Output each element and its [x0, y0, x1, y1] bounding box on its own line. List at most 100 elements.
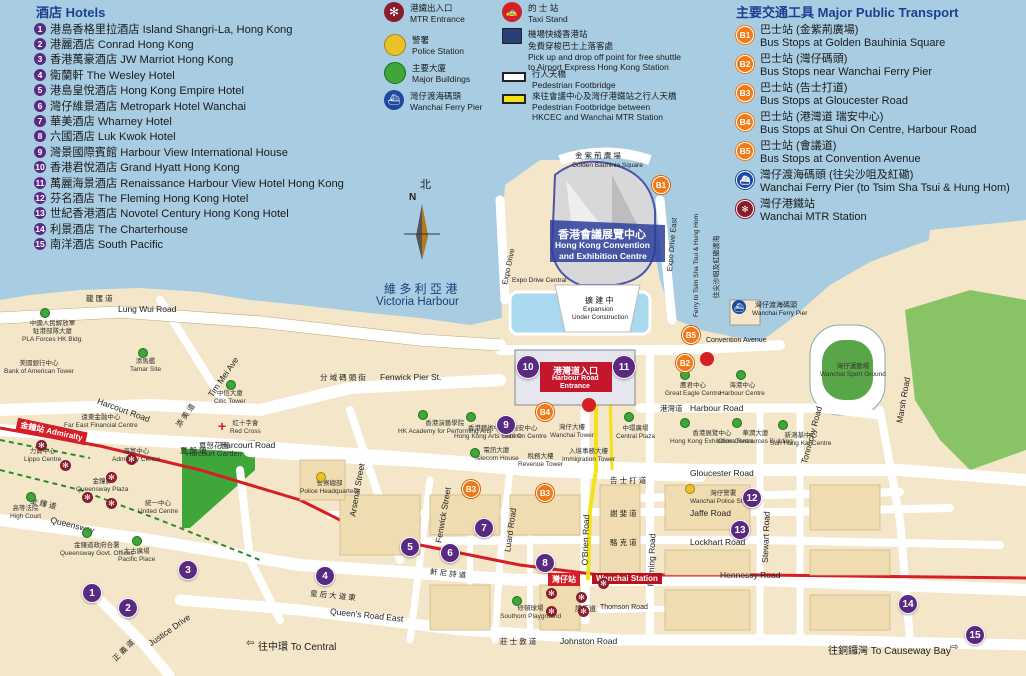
to-causeway-label: 往銅鑼灣 To Causeway Bay — [828, 646, 951, 657]
to-central-label: 往中環 To Central — [258, 642, 337, 653]
wanchai-station-en[interactable]: Wanchai Station — [592, 573, 662, 584]
ferry-icon: ⛴ — [736, 171, 754, 189]
hotel-pin-2[interactable]: 2 — [118, 598, 138, 618]
hotel-name: 灣景國際賓館 Harbour View International House — [50, 146, 288, 159]
entrance-en-label-2: Entrance — [560, 383, 590, 390]
transport-en: Bus Stops near Wanchai Ferry Pier — [760, 66, 932, 78]
hotel-pin-4[interactable]: 4 — [315, 566, 335, 586]
taxi-stand-icon[interactable] — [582, 398, 596, 412]
north-en-label: N — [409, 192, 417, 203]
hotel-pin-9[interactable]: 9 — [496, 415, 516, 435]
hotel-pin-5[interactable]: 5 — [400, 537, 420, 557]
hotel-number-badge: 4 — [34, 68, 46, 81]
bus-stop-b3[interactable]: B3 — [462, 480, 480, 498]
hotel-name: 利景酒店 The Charterhouse — [50, 223, 189, 236]
wanchai-station-zh[interactable]: 灣仔站 — [548, 573, 580, 586]
mtr-entrance-icon[interactable]: ✻ — [60, 460, 71, 471]
hotel-number-badge: 11 — [34, 176, 46, 189]
hotel-name: 芬名酒店 The Fleming Hong Kong Hotel — [50, 193, 249, 205]
ferry-pier-zh: 灣仔渡海碼頭 — [755, 302, 797, 309]
mtr-entrance-icon[interactable]: ✻ — [82, 492, 93, 503]
mtr-entrance-icon[interactable]: ✻ — [106, 498, 117, 509]
mtr-entrance-icon[interactable]: ✻ — [598, 578, 609, 589]
hotel-number-badge: 5 — [34, 84, 46, 97]
major-building-icon — [384, 62, 406, 84]
hotel-pin-3[interactable]: 3 — [178, 560, 198, 580]
major-building-marker — [418, 410, 428, 420]
mtr-entrance-icon[interactable]: ✻ — [546, 606, 557, 617]
major-building-marker — [512, 596, 522, 606]
bus-stop-b4[interactable]: B4 — [536, 403, 554, 421]
mtr-entrance-icon[interactable]: ✻ — [578, 606, 589, 617]
transport-zh: 巴士站 (會議道) — [760, 140, 837, 152]
harcourt-road-zh: 夏 慤 道 — [180, 446, 207, 455]
hotel-name: 六國酒店 Luk Kwok Hotel — [50, 131, 176, 144]
mtr-entrance-icon[interactable]: ✻ — [576, 592, 587, 603]
hotel-pin-10[interactable]: 10 — [516, 355, 540, 379]
transport-en: Wanchai Ferry Pier (to Tsim Sha Tsui & H… — [760, 182, 1010, 194]
major-building-marker — [82, 528, 92, 538]
transport-legend-item: ⛴灣仔渡海碼頭 (往尖沙咀及紅磡)Wanchai Ferry Pier (to … — [736, 169, 1024, 195]
bus-stop-b2[interactable]: B2 — [676, 354, 694, 372]
taxi-stand-icon[interactable] — [700, 352, 714, 366]
hotel-pin-12[interactable]: 12 — [742, 488, 762, 508]
johnston-road-label: Johnston Road — [560, 636, 618, 646]
hotel-legend-item: 4 衛蘭軒 The Wesley Hotel — [34, 67, 344, 82]
harbour-road-zh: 港灣道 — [660, 404, 683, 413]
ferry-pier-icon[interactable]: ⛴ — [732, 300, 746, 314]
major-building-marker — [138, 348, 148, 358]
lung-wui-road-label: Lung Wui Road — [118, 304, 177, 314]
hotel-pin-6[interactable]: 6 — [440, 543, 460, 563]
hotel-pin-11[interactable]: 11 — [612, 355, 636, 379]
transport-zh: 巴士站 (港灣道 瑞安中心) — [760, 111, 884, 123]
bus-stop-badge: B3 — [736, 84, 754, 102]
hotel-name: 港島香格里拉酒店 Island Shangri-La, Hong Kong — [50, 23, 293, 36]
mtr-entrance-icon[interactable]: ✻ — [126, 454, 137, 465]
hotel-pin-7[interactable]: 7 — [474, 518, 494, 538]
hotel-pin-15[interactable]: 15 — [965, 625, 985, 645]
hotel-number-badge: 14 — [34, 222, 46, 235]
police-station-icon — [384, 34, 406, 56]
hkcec-mtr-footbridge — [586, 395, 598, 581]
mtr-entrance-icon[interactable]: ✻ — [546, 588, 557, 599]
harbour-zh-label: 維 多 利 亞 港 — [384, 282, 458, 296]
golden-bauhinia-zh: 金 紫 荊 廣 場 — [575, 151, 621, 160]
hotel-pin-8[interactable]: 8 — [535, 553, 555, 573]
hotel-pin-1[interactable]: 1 — [82, 583, 102, 603]
hotel-legend-item: 14 利景酒店 The Charterhouse — [34, 221, 344, 236]
bus-stop-b1[interactable]: B1 — [652, 176, 670, 194]
mtr-entrance-icon[interactable]: ✻ — [106, 472, 117, 483]
expansion-en-1: Expansion — [583, 306, 614, 313]
hotel-name: 衛蘭軒 The Wesley Hotel — [50, 69, 175, 82]
bus-stop-b5[interactable]: B5 — [682, 326, 700, 344]
hotel-pin-14[interactable]: 14 — [898, 594, 918, 614]
hotel-number-badge: 3 — [34, 53, 46, 66]
expansion-zh: 擴 建 中 — [585, 296, 614, 305]
hotel-pin-13[interactable]: 13 — [730, 520, 750, 540]
bus-stop-b3[interactable]: B3 — [536, 484, 554, 502]
mtr-entrance-icon[interactable]: ✻ — [36, 440, 47, 451]
major-building-marker — [470, 448, 480, 458]
